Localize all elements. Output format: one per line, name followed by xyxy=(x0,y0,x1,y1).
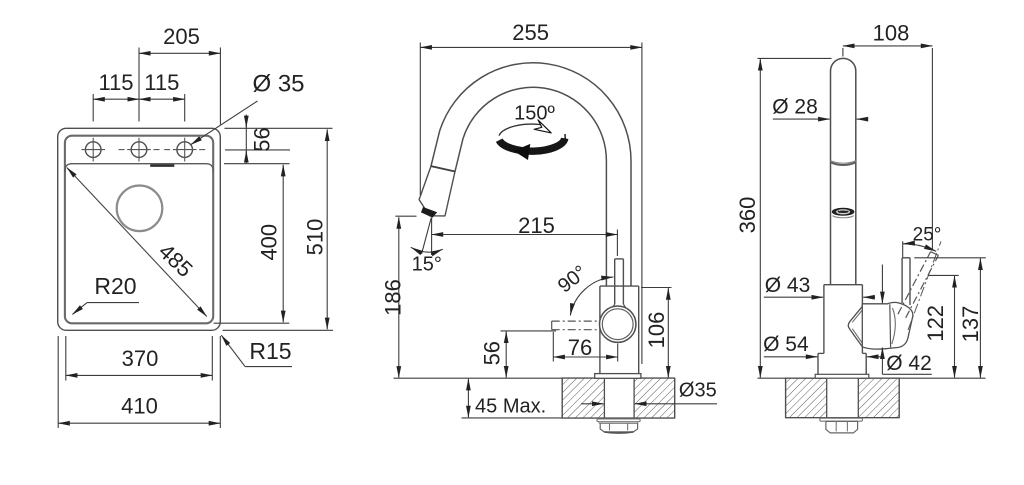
svg-text:R15: R15 xyxy=(249,338,291,364)
svg-text:115: 115 xyxy=(98,70,133,95)
svg-text:Ø 28: Ø 28 xyxy=(772,96,818,119)
svg-text:108: 108 xyxy=(873,20,910,45)
svg-text:15°: 15° xyxy=(412,253,442,275)
svg-text:410: 410 xyxy=(121,394,158,419)
svg-text:205: 205 xyxy=(163,24,200,49)
svg-text:Ø 42: Ø 42 xyxy=(886,352,932,375)
svg-text:56: 56 xyxy=(479,341,504,365)
svg-text:215: 215 xyxy=(518,213,555,238)
svg-text:255: 255 xyxy=(512,20,549,45)
svg-text:R20: R20 xyxy=(94,273,136,299)
svg-text:150º: 150º xyxy=(514,102,555,124)
svg-text:186: 186 xyxy=(381,279,406,316)
svg-text:Ø35: Ø35 xyxy=(679,380,717,402)
svg-text:Ø 54: Ø 54 xyxy=(763,333,809,356)
svg-text:106: 106 xyxy=(644,312,669,349)
svg-text:510: 510 xyxy=(303,219,328,256)
svg-text:Ø 43: Ø 43 xyxy=(765,274,811,297)
svg-text:76: 76 xyxy=(568,335,592,360)
svg-text:137: 137 xyxy=(958,306,983,343)
svg-text:360: 360 xyxy=(735,197,760,234)
svg-text:122: 122 xyxy=(923,305,948,342)
svg-text:115: 115 xyxy=(144,70,179,95)
svg-text:45 Max.: 45 Max. xyxy=(475,396,546,418)
svg-text:25°: 25° xyxy=(913,225,942,246)
svg-text:370: 370 xyxy=(122,346,159,371)
svg-text:Ø 35: Ø 35 xyxy=(252,71,304,98)
svg-text:400: 400 xyxy=(256,224,281,261)
svg-text:56: 56 xyxy=(249,127,274,151)
